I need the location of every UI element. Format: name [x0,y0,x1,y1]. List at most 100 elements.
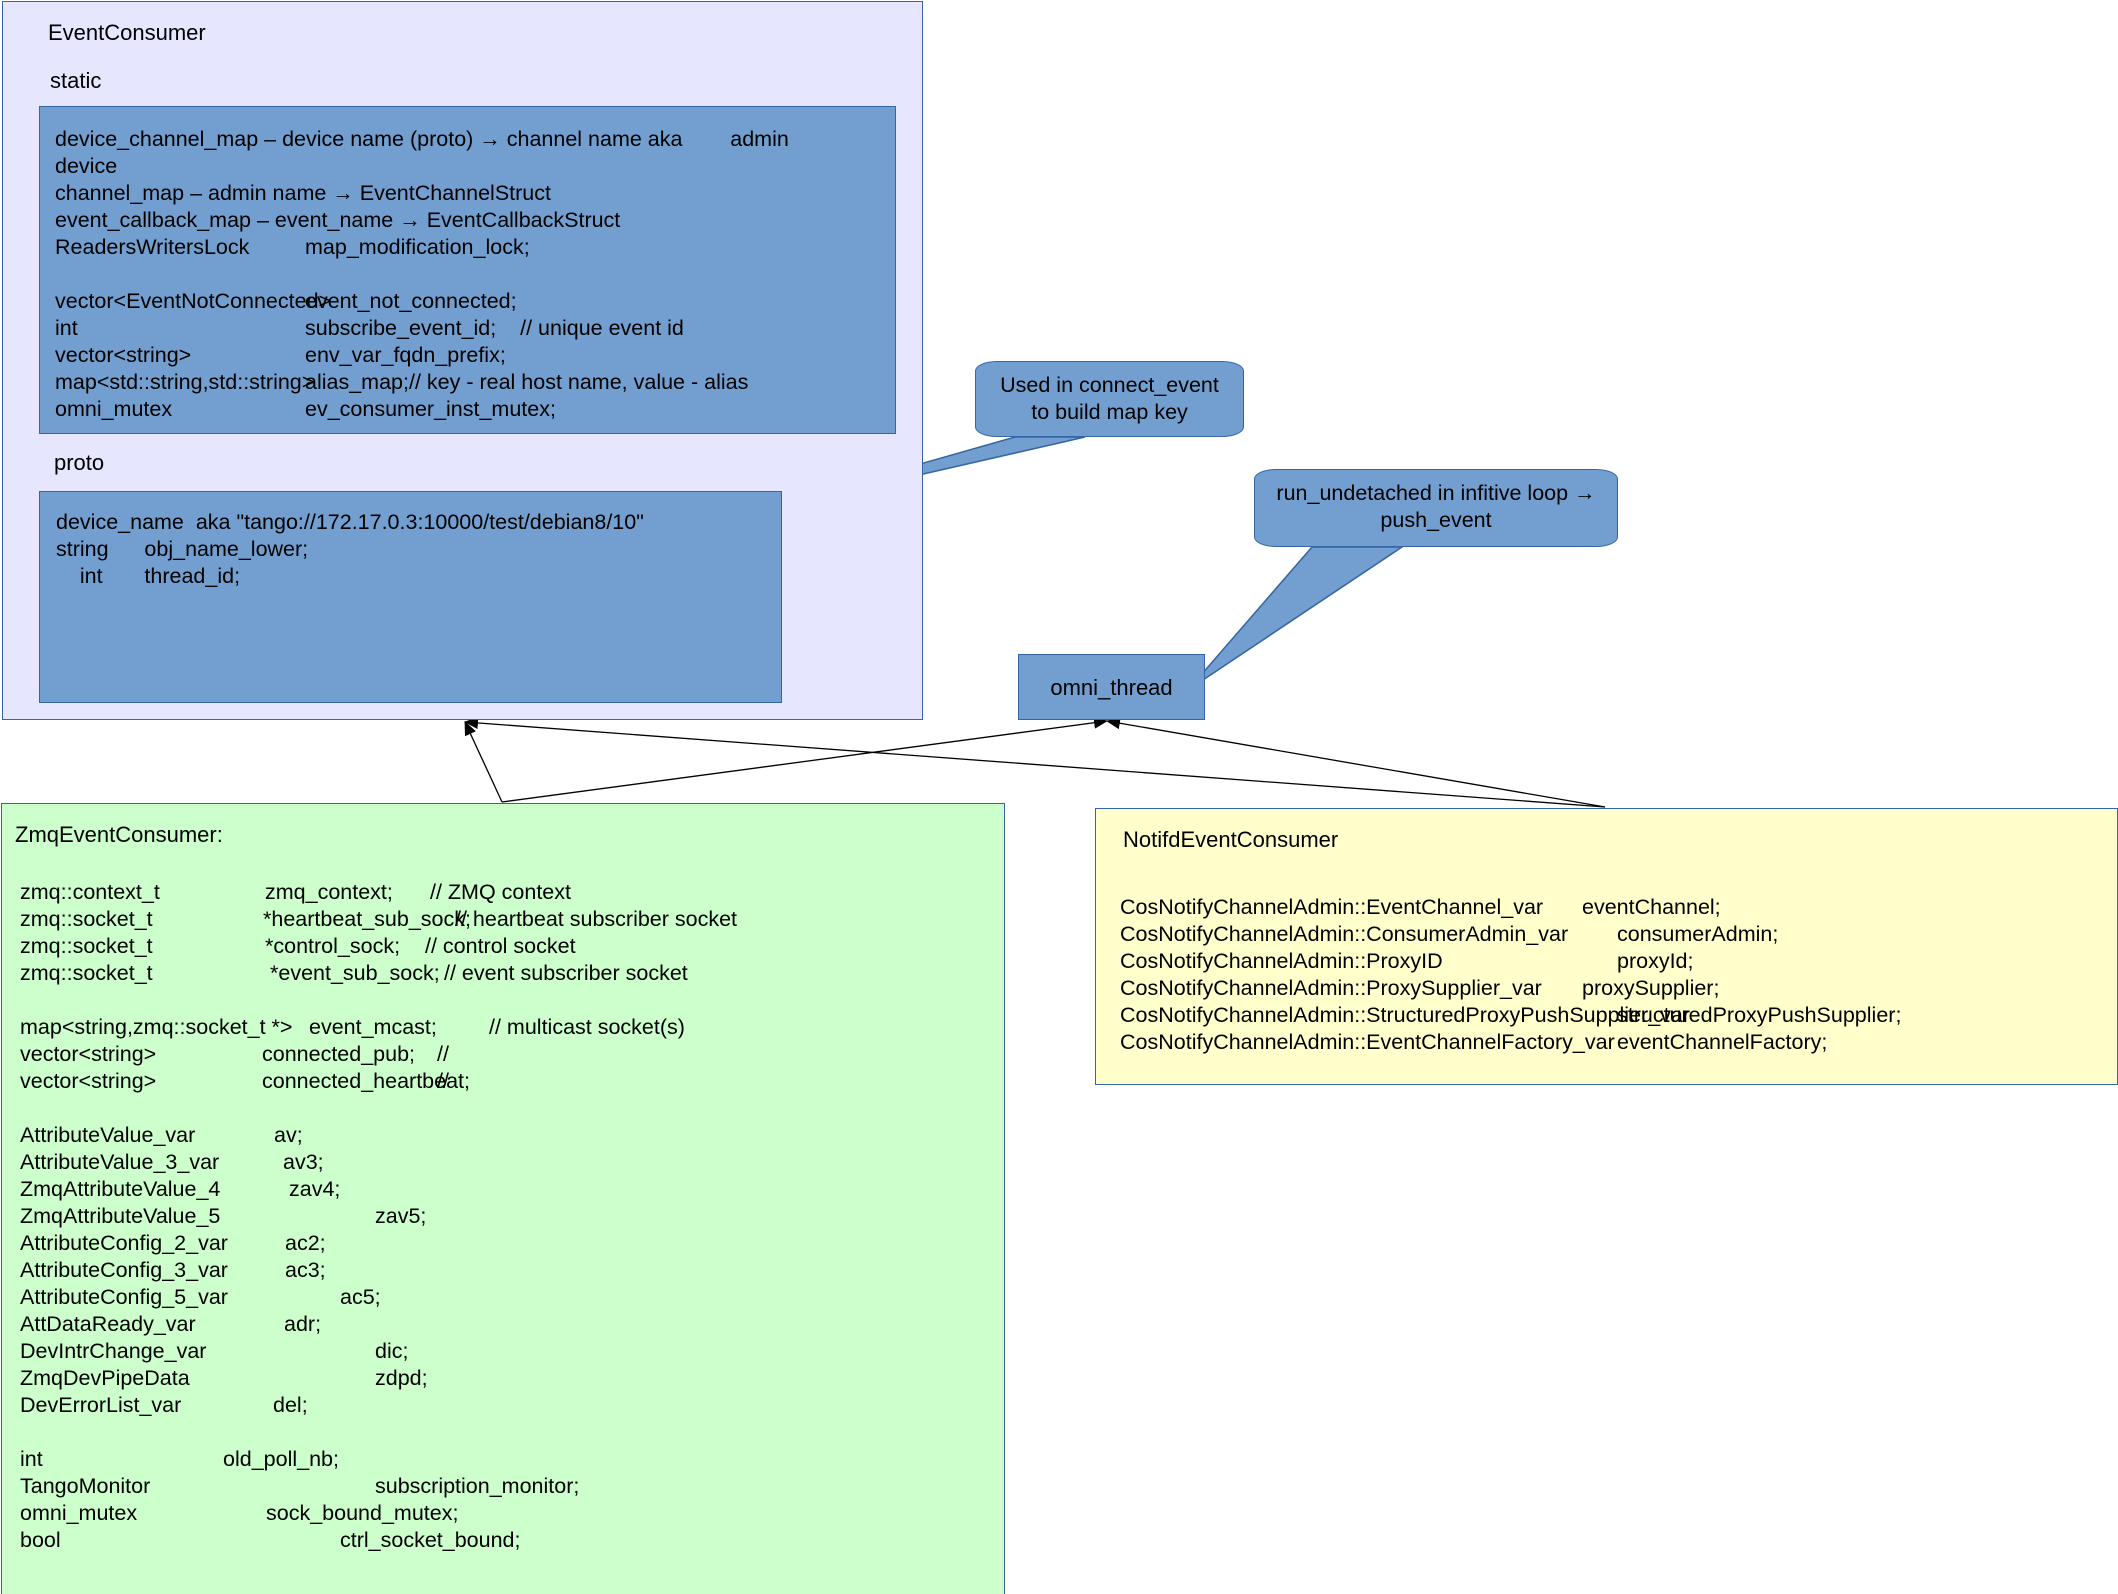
member-row: CosNotifyChannelAdmin::ProxyID proxyId; [1120,949,2115,976]
member-name: *heartbeat_sub_sock; [263,907,471,931]
member-row: int thread_id; [56,564,776,591]
notifd-to-eventconsumer-arrow [464,716,1606,808]
member-name: alias_map;// key - real host name, value… [305,370,749,394]
member-type: AttributeConfig_2_var [20,1231,228,1255]
member-type: ZmqAttributeValue_5 [20,1204,221,1228]
notifd-event-consumer-title: NotifdEventConsumer [1123,827,1339,852]
static-members-list: device_channel_map – device name (proto)… [55,127,895,424]
proto-members-list: device_name aka "tango://172.17.0.3:1000… [56,510,776,591]
member-comment: // heartbeat subscriber socket [455,907,738,931]
member-name: *event_sub_sock; [270,961,440,985]
member-text: string obj_name_lower; [56,537,309,561]
member-row: AttributeConfig_5_var ac5; [20,1285,1000,1312]
member-name: map_modification_lock; [305,235,530,259]
zmq-to-eventconsumer-arrow [464,721,503,803]
member-name: zdpd; [375,1366,428,1390]
member-type: CosNotifyChannelAdmin::EventChannel_var [1120,895,1544,919]
member-comment: // event subscriber socket [444,961,688,985]
member-type: event_callback_map – event_name → EventC… [55,208,621,232]
member-name: eventChannel; [1582,895,1721,919]
member-row: device_channel_map – device name (proto)… [55,127,895,154]
member-row: zmq::socket_t*heartbeat_sub_sock;// hear… [20,907,1000,934]
connect-event-callout-line2: to build map key [1031,400,1188,424]
event-consumer-box: EventConsumer static device_channel_map … [2,1,923,720]
proto-label: proto [54,450,105,475]
member-name: *control_sock; [265,934,401,958]
connect-event-callout-line1: Used in connect_event [1000,373,1219,397]
member-type: CosNotifyChannelAdmin::ProxySupplier_var [1120,976,1542,1000]
member-row: CosNotifyChannelAdmin::ConsumerAdmin_var… [1120,922,2115,949]
member-row: device [55,154,895,181]
run-undetached-callout: run_undetached in infitive loop → push_e… [1254,469,1618,547]
member-comment: // ZMQ context [430,880,571,904]
member-row: vector<string> connected_heartbeat;// [20,1069,1000,1096]
member-name: connected_heartbeat; [262,1069,470,1093]
member-row: vector<string>connected_pub;// [20,1042,1000,1069]
member-name: zmq_context; [265,880,393,904]
member-type: AttributeConfig_5_var [20,1285,228,1309]
member-type: channel_map – admin name → EventChannelS… [55,181,551,205]
member-row: zmq::socket_t *event_sub_sock;// event su… [20,961,1000,988]
member-row: int old_poll_nb; [20,1447,1000,1474]
member-type: vector<EventNotConnected> [55,289,332,313]
member-type: CosNotifyChannelAdmin::ProxyID [1120,949,1443,973]
member-type: zmq::socket_t [20,961,153,985]
event-consumer-title: EventConsumer [48,20,206,45]
member-type: TangoMonitor [20,1474,151,1498]
member-name: old_poll_nb; [223,1447,339,1471]
member-type: AttributeValue_var [20,1123,196,1147]
notifd-event-consumer-box: NotifdEventConsumer CosNotifyChannelAdmi… [1095,808,2118,1085]
member-name: proxyId; [1617,949,1694,973]
member-name: env_var_fqdn_prefix; [305,343,506,367]
member-row: zmq::socket_t*control_sock;// control so… [20,934,1000,961]
member-row: CosNotifyChannelAdmin::EventChannel_var e… [1120,895,2115,922]
member-name: zav4; [289,1177,341,1201]
zmq-event-consumer-title: ZmqEventConsumer: [15,822,223,847]
member-row: CosNotifyChannelAdmin::StructuredProxyPu… [1120,1003,2115,1030]
member-name: ac5; [340,1285,381,1309]
member-row: string obj_name_lower; [56,537,776,564]
member-name: subscribe_event_id; // unique event id [305,316,684,340]
member-name: del; [273,1393,308,1417]
member-type: omni_mutex [20,1501,138,1525]
member-comment: // [437,1069,449,1093]
member-name: adr; [284,1312,322,1336]
member-comment: // multicast socket(s) [489,1015,685,1039]
member-text: device_name aka "tango://172.17.0.3:1000… [56,510,644,534]
notifd-members-list: CosNotifyChannelAdmin::EventChannel_var e… [1120,895,2115,1057]
member-type: ZmqAttributeValue_4 [20,1177,221,1201]
member-type: omni_mutex [55,397,173,421]
member-type: vector<string> [20,1042,157,1066]
member-row: CosNotifyChannelAdmin::ProxySupplier_var… [1120,976,2115,1003]
member-name: event_not_connected; [305,289,517,313]
notifd-to-omnithread-arrow [1106,717,1606,808]
proto-members-box: device_name aka "tango://172.17.0.3:1000… [39,491,782,703]
member-type: CosNotifyChannelAdmin::EventChannelFacto… [1120,1030,1615,1054]
member-name: proxySupplier; [1582,976,1720,1000]
member-type: vector<string> [20,1069,157,1093]
member-type: int [20,1447,43,1471]
member-type: AttributeConfig_3_var [20,1258,228,1282]
member-name: av3; [283,1150,324,1174]
run-undetached-callout-tail [1187,546,1405,691]
member-row [20,988,1000,1015]
member-row [20,1420,1000,1447]
member-type: ZmqDevPipeData [20,1366,190,1390]
member-type: CosNotifyChannelAdmin::StructuredProxyPu… [1120,1003,1691,1027]
member-type: AttDataReady_var [20,1312,196,1336]
member-name: ac3; [285,1258,326,1282]
member-comment: // control socket [425,934,576,958]
member-row: AttributeConfig_3_var ac3; [20,1258,1000,1285]
member-name: structuredProxyPushSupplier; [1617,1003,1902,1027]
